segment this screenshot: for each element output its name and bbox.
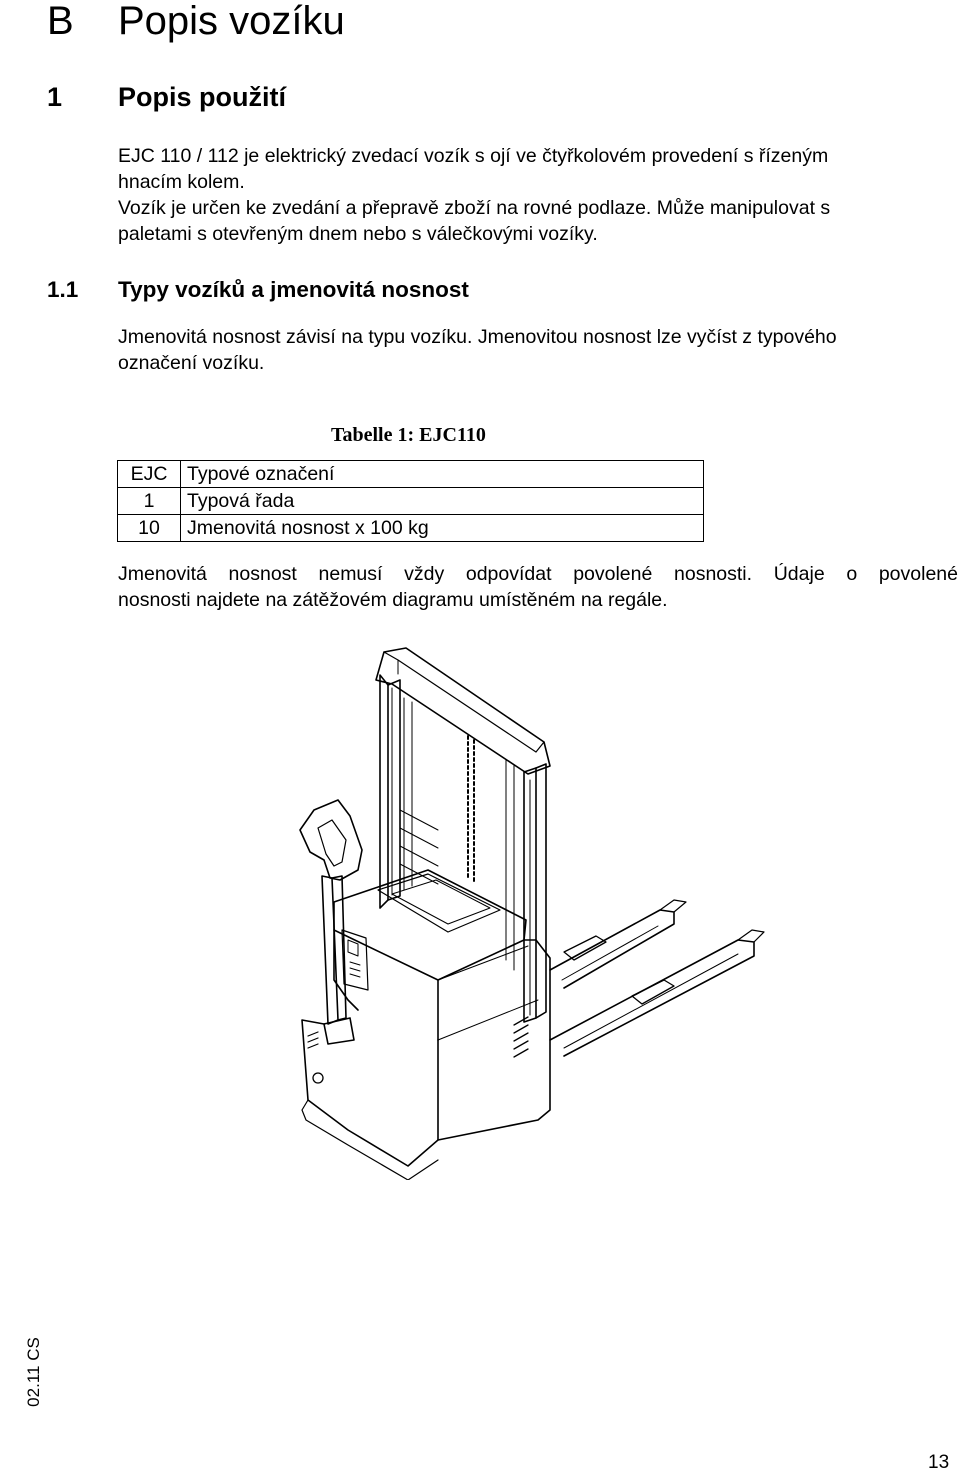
forklift-stacker-illustration bbox=[288, 640, 778, 1180]
subsection-number: 1.1 bbox=[47, 277, 79, 302]
type-code-table: EJC Typové označení 1 Typová řada 10 Jme… bbox=[117, 460, 704, 542]
chapter-letter: B bbox=[47, 0, 74, 43]
intro-line: hnacím kolem. bbox=[118, 171, 245, 193]
table-row: EJC Typové označení bbox=[117, 460, 704, 488]
sub-line: označení vozíku. bbox=[118, 352, 265, 374]
table-cell-desc: Typová řada bbox=[180, 487, 704, 515]
table-cell-code: EJC bbox=[117, 460, 181, 488]
note-paragraph: Jmenovitá nosnost nemusí vždy odpovídat … bbox=[118, 561, 958, 613]
note-line: nosnosti najdete na zátěžovém diagramu u… bbox=[118, 589, 668, 611]
note-line: Jmenovitá nosnost nemusí vždy odpovídat … bbox=[118, 563, 958, 585]
sub-line: Jmenovitá nosnost závisí na typu vozíku.… bbox=[118, 326, 837, 348]
section-number: 1 bbox=[47, 82, 63, 112]
table-cell-desc: Typové označení bbox=[180, 460, 704, 488]
table-cell-desc: Jmenovitá nosnost x 100 kg bbox=[180, 514, 704, 542]
page-number: 13 bbox=[928, 1452, 950, 1473]
intro-line: EJC 110 / 112 je elektrický zvedací vozí… bbox=[118, 145, 829, 167]
table-row: 10 Jmenovitá nosnost x 100 kg bbox=[117, 514, 704, 542]
subsection-paragraph: Jmenovitá nosnost závisí na typu vozíku.… bbox=[118, 324, 960, 376]
section-title: Popis použití bbox=[118, 82, 286, 112]
table-cell-code: 1 bbox=[117, 487, 181, 515]
subsection-title: Typy vozíků a jmenovitá nosnost bbox=[118, 277, 469, 302]
intro-line: Vozík je určen ke zvedání a přepravě zbo… bbox=[118, 197, 831, 219]
footer-date-code: 02.11 CS bbox=[24, 1337, 43, 1407]
intro-line: paletami s otevřeným dnem nebo s válečko… bbox=[118, 223, 598, 245]
table-cell-code: 10 bbox=[117, 514, 181, 542]
intro-paragraph: EJC 110 / 112 je elektrický zvedací vozí… bbox=[118, 143, 960, 247]
table-caption: Tabelle 1: EJC110 bbox=[331, 424, 486, 446]
table-row: 1 Typová řada bbox=[117, 487, 704, 515]
chapter-title: Popis vozíku bbox=[118, 0, 345, 43]
